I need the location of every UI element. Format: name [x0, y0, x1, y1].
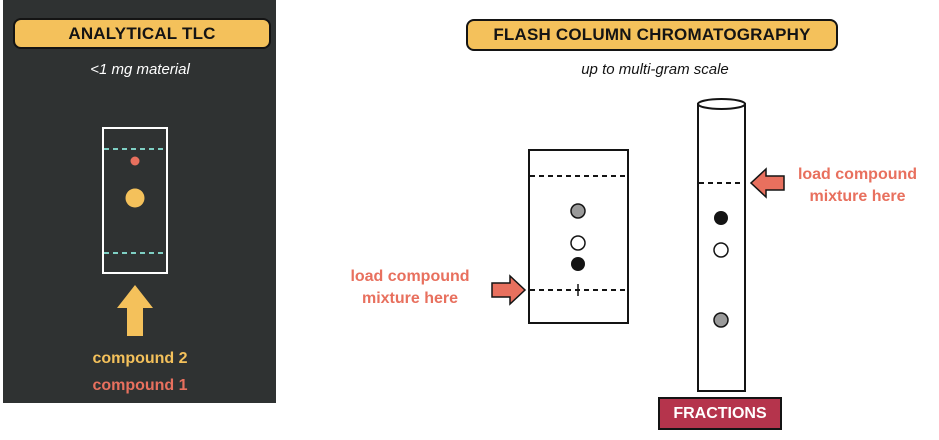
- flash-column: [697, 98, 746, 392]
- flash-tlc-plate: [528, 149, 629, 324]
- up-arrow-icon: [117, 285, 153, 336]
- compound-2-label: compound 2: [92, 350, 188, 367]
- right-arrow-icon: [491, 274, 527, 306]
- column-top-rim: [697, 98, 746, 110]
- tlc-plate-outline: [102, 127, 168, 274]
- plate-load-label: load compound mixture here: [350, 268, 470, 307]
- analytical-tlc-title: ANALYTICAL TLC: [13, 18, 271, 49]
- fractions-badge: FRACTIONS: [658, 397, 782, 430]
- plate-black-spot: [571, 257, 585, 271]
- compound-2-spot: [125, 188, 145, 208]
- column-white-spot: [713, 242, 729, 258]
- column-black-spot: [714, 211, 728, 225]
- analytical-tlc-subtitle: <1 mg material: [90, 61, 190, 78]
- plate-grey-spot: [570, 203, 586, 219]
- flash-column-subtitle: up to multi-gram scale: [581, 61, 729, 78]
- left-arrow-icon: [749, 167, 785, 199]
- column-grey-spot: [713, 312, 729, 328]
- compound-1-spot: [130, 156, 140, 166]
- tlc-plate: [102, 127, 168, 274]
- column-load-label: load compound mixture here: [797, 166, 918, 205]
- flash-column-title: FLASH COLUMN CHROMATOGRAPHY: [466, 19, 838, 51]
- plate-white-spot: [570, 235, 586, 251]
- compound-1-label: compound 1: [92, 377, 188, 394]
